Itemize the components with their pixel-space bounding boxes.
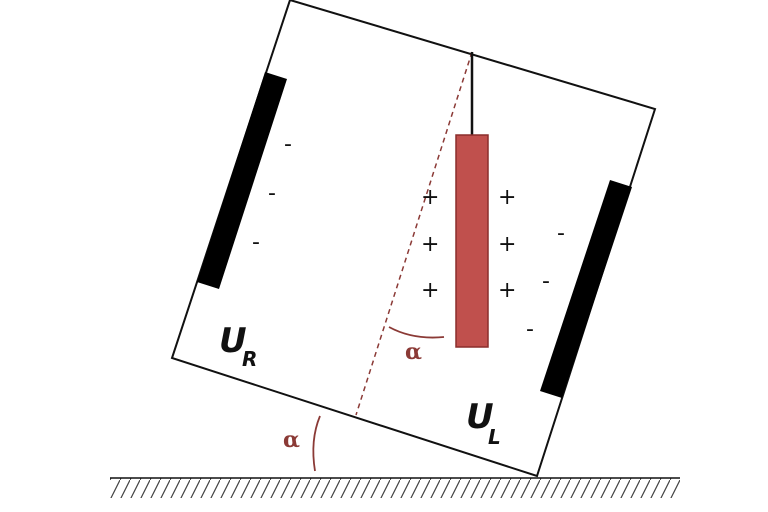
right-plate-charge: - [557,221,565,246]
inner-angle-label: α [405,339,422,365]
rod-left-charge: + [421,185,439,210]
ground [110,477,680,498]
right-plate-label: U L [466,397,501,449]
rod-right-charge: + [498,232,516,257]
left-plate-label: U R [219,321,257,371]
left-plate-charge: - [284,132,292,157]
left-plate-charge: - [268,181,276,206]
rod-left-charge: + [421,232,439,257]
right-plate-charge: - [526,317,534,342]
rod-left-charge: + [421,278,439,303]
left-plate-charge: - [252,230,260,255]
ground-angle-label: α [283,427,300,453]
right-plate-label-sub: L [488,425,501,449]
left-plate [197,72,287,289]
right-plate-charge: - [542,269,550,294]
rod-right-charge: + [498,278,516,303]
inner-angle-arc [388,326,445,339]
rod-right-charge: + [498,185,516,210]
left-plate-label-sub: R [242,347,257,371]
left-plate-label-main: U [219,321,247,361]
right-plate [540,180,632,398]
right-plate-label-main: U [466,397,494,437]
ground-hatching [110,478,680,498]
charged-rod [455,134,489,348]
tilted-container [170,0,657,478]
dashed-reference-line [355,51,473,416]
ground-angle-arc [312,415,321,472]
